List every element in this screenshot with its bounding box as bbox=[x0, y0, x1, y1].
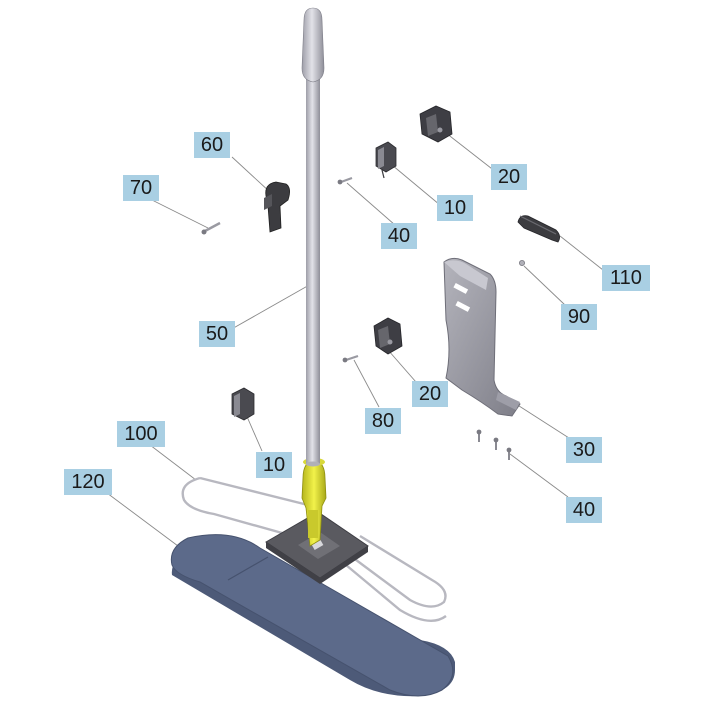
callout-60: 60 bbox=[194, 132, 230, 158]
leader-10-bottom bbox=[244, 411, 263, 452]
mop-pad-part-120 bbox=[170, 534, 455, 697]
wire-frame-part-100 bbox=[181, 476, 447, 622]
hook-part-60 bbox=[264, 181, 290, 233]
leader-80 bbox=[353, 359, 380, 408]
clip-part-10-top bbox=[375, 141, 397, 179]
callout-40-bottom: 40 bbox=[566, 497, 602, 523]
callout-40-top: 40 bbox=[381, 223, 417, 249]
leader-110 bbox=[559, 235, 604, 271]
callout-80: 80 bbox=[365, 408, 401, 434]
callout-20-top: 20 bbox=[491, 164, 527, 190]
leader-20-mid bbox=[387, 349, 417, 383]
clip-part-10-bottom bbox=[231, 387, 255, 421]
callout-100: 100 bbox=[117, 421, 165, 447]
leader-10-top bbox=[391, 164, 441, 206]
callout-10-top: 10 bbox=[437, 195, 473, 221]
screw-part-70 bbox=[201, 221, 221, 235]
leader-lines bbox=[106, 132, 604, 547]
callout-20-middle: 20 bbox=[412, 381, 448, 407]
screws-part-40-bottom bbox=[476, 429, 512, 460]
leader-40-bottom bbox=[509, 453, 569, 498]
clamp-part-20-middle bbox=[373, 317, 403, 355]
leader-50 bbox=[229, 283, 312, 331]
callout-50: 50 bbox=[199, 321, 235, 347]
leader-120 bbox=[106, 492, 179, 547]
callout-70: 70 bbox=[123, 175, 159, 201]
screw-part-90 bbox=[519, 259, 526, 266]
handle-pole-part-50 bbox=[301, 7, 325, 467]
leader-40-top bbox=[346, 182, 396, 226]
screw-part-40-top bbox=[337, 176, 353, 185]
strip-part-110 bbox=[517, 215, 560, 243]
leader-30 bbox=[515, 403, 570, 439]
callout-120: 120 bbox=[64, 469, 112, 495]
screw-part-80 bbox=[342, 354, 359, 363]
leader-70 bbox=[149, 198, 209, 229]
callout-90: 90 bbox=[561, 304, 597, 330]
callout-10-bottom: 10 bbox=[256, 452, 292, 478]
leader-90 bbox=[523, 265, 566, 306]
mop-holder-plate bbox=[265, 511, 369, 584]
wall-bracket-part-30 bbox=[443, 257, 521, 417]
callout-30: 30 bbox=[566, 437, 602, 463]
leader-60 bbox=[231, 156, 272, 194]
leader-100 bbox=[149, 444, 197, 481]
clamp-part-20-top bbox=[419, 105, 453, 143]
callout-110: 110 bbox=[602, 265, 650, 291]
leader-20-top bbox=[445, 132, 497, 173]
